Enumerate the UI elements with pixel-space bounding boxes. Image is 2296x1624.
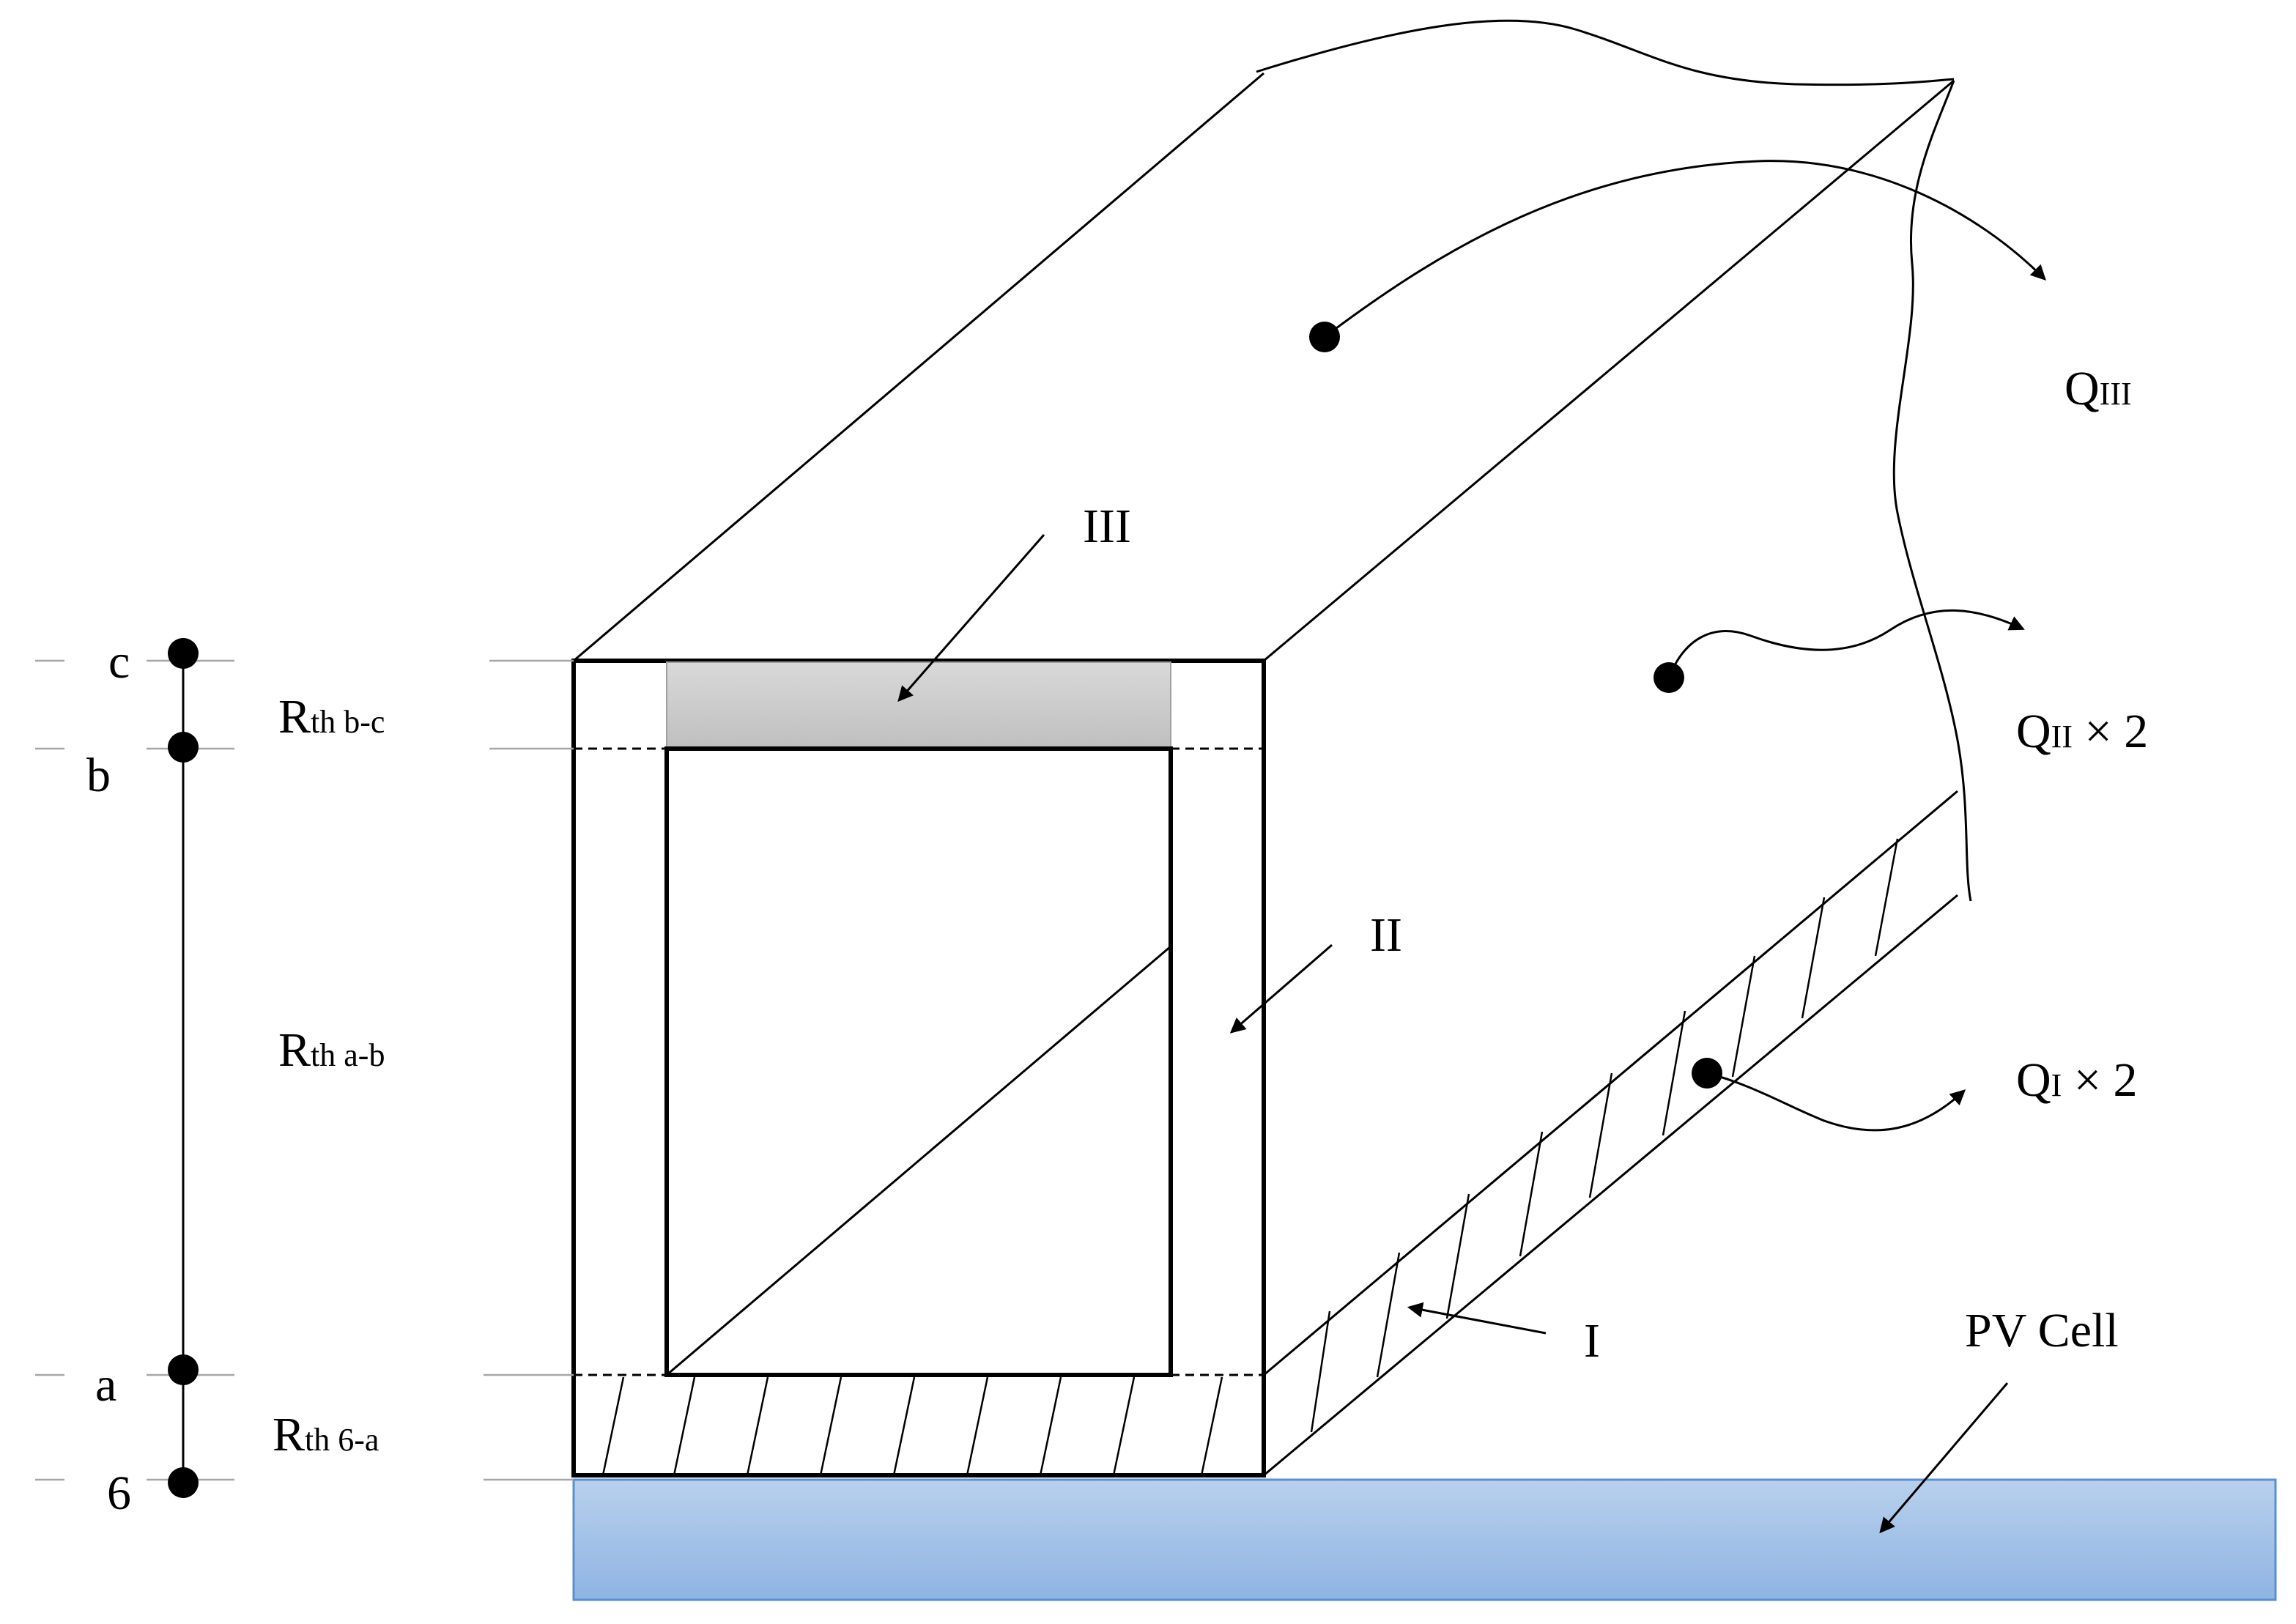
top-plate-region [666,661,1171,749]
region-I-arrow [1407,1302,1547,1335]
heat-source-I-dot [1692,1058,1722,1089]
node-b [168,732,199,763]
channel-inner-cavity [664,746,1173,1377]
bottom-plate-front-hatching [601,1376,1223,1476]
heat-flow-symbol-I: Q [2016,1053,2051,1107]
resistor-label-6a: Rth 6-a [273,1408,379,1461]
heat-source-II-dot [1654,662,1684,693]
resistor-subscript-bc: th b-c [311,704,385,740]
region-II-arrow [1229,943,1333,1034]
heat-source-III-dot [1309,322,1340,352]
heat-flow-symbol-III: Q [2064,362,2100,415]
heat-flow-III-curve [1324,160,2046,338]
region-label-II: II [1370,908,1402,962]
heat-flow-label-II: QII × 2 [2016,705,2148,758]
break-line-top [1256,19,1955,86]
resistor-symbol-bc: R [278,690,311,744]
heat-flow-subscript-III: III [2100,376,2132,412]
node-c [168,638,199,669]
resistor-symbol-ab: R [278,1023,311,1077]
heat-flow-subscript-II: II [2051,719,2073,754]
heat-flow-label-I: QI × 2 [2016,1053,2138,1107]
node-6 [168,1467,199,1498]
heat-flow-suffix-I: × 2 [2062,1053,2137,1107]
node-label-6: 6 [107,1467,131,1520]
heat-flow-symbol-II: Q [2016,705,2051,758]
node-label-c: c [108,635,130,689]
bottom-plate-side-hatching [1310,838,1899,1433]
top-edge-left [573,72,1264,662]
region-III-arrow [897,534,1045,702]
heat-flow-II-curve [1667,609,2025,678]
pv-cell-arrow [1879,1382,2009,1534]
bottom-plate-bottom-edge [1263,894,1958,1477]
heat-flow-label-III: QIII [2064,362,2132,415]
pv-cell [572,1478,2277,1601]
layer-dashed-lines [574,747,1264,1376]
node-label-b: b [86,749,111,802]
region-label-III: III [1083,500,1131,553]
pv-cell-label: PV Cell [1965,1304,2119,1357]
channel-front-outer [571,659,1266,1477]
node-label-a: a [95,1358,116,1412]
resistor-symbol-6a: R [273,1408,305,1461]
resistor-label-bc: Rth b-c [278,690,385,744]
node-a [168,1354,199,1385]
resistor-subscript-ab: th a-b [311,1037,385,1073]
resistor-label-ab: Rth a-b [278,1023,385,1077]
heat-flow-suffix-II: × 2 [2073,705,2148,758]
inner-diagonal [666,945,1171,1376]
heat-flow-I-curve [1706,1072,1966,1132]
region-label-I: I [1584,1314,1600,1368]
resistor-subscript-6a: th 6-a [305,1422,379,1458]
heat-flow-curves [1324,160,2046,1132]
heat-flow-subscript-I: I [2051,1067,2062,1103]
break-line-right [1892,80,1972,902]
top-edge-right [1263,79,1955,662]
